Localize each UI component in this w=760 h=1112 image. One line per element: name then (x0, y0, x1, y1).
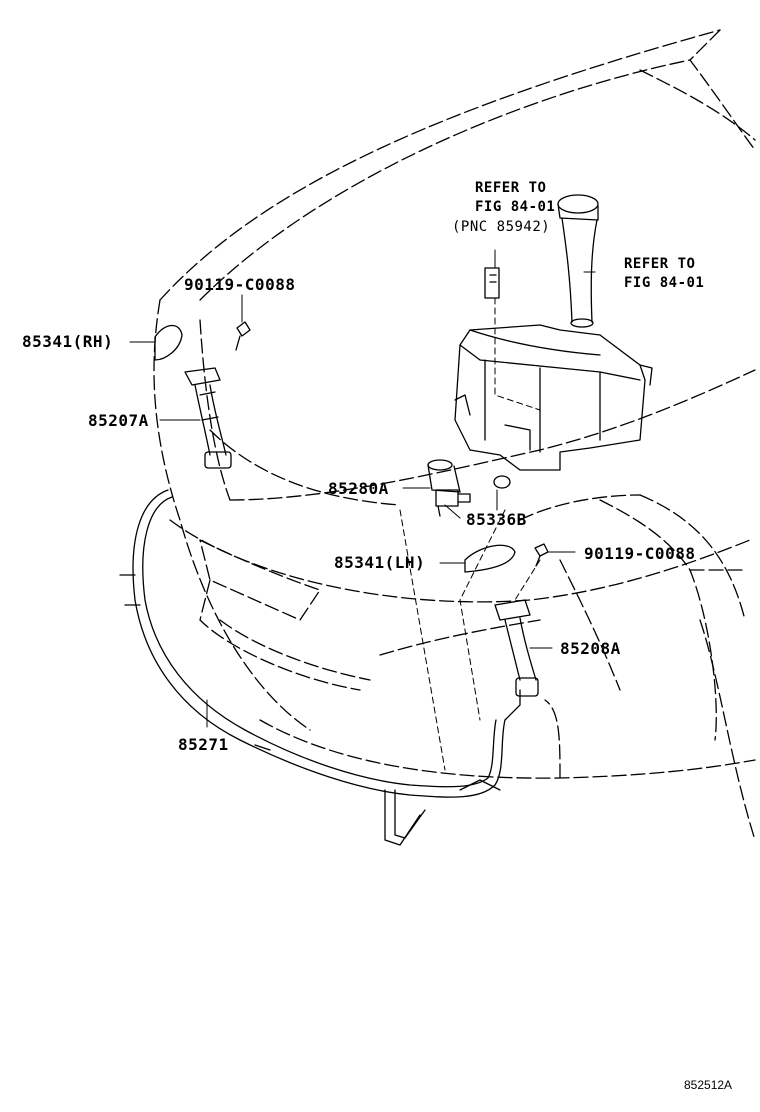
bolt-top-part (235, 321, 251, 351)
nozzle-rh-part (184, 367, 232, 469)
refer-to-label-right-1: REFER TO (624, 256, 696, 272)
refer-to-label-left-3: (PNC 85942) (452, 219, 551, 235)
pump-part (427, 459, 471, 517)
washer-reservoir (454, 324, 653, 471)
part-label-grommet: 85336B (466, 510, 527, 529)
leader-lines (129, 249, 596, 728)
part-label-hose: 85271 (178, 735, 229, 754)
hood-outline (159, 29, 756, 301)
part-label-cap-lh: 85341(LH) (334, 553, 426, 572)
level-sensor (484, 267, 500, 299)
refer-to-label-right-2: FIG 84-01 (624, 275, 705, 291)
refer-to-label-left-2: FIG 84-01 (475, 199, 556, 215)
part-label-bolt-top: 90119-C0088 (184, 275, 296, 294)
figure-reference: 852512A (684, 1078, 733, 1092)
part-label-bolt-right: 90119-C0088 (584, 544, 696, 563)
nozzle-lh-part (494, 599, 539, 697)
bumper-outline (153, 299, 756, 841)
part-label-cap-rh: 85341(RH) (22, 332, 114, 351)
part-label-nozzle-rh: 85207A (88, 411, 149, 430)
refer-to-label-left-1: REFER TO (475, 180, 547, 196)
part-label-pump: 85280A (328, 479, 389, 498)
cap-lh-part (464, 544, 516, 573)
grommet-part (493, 475, 511, 489)
cap-rh-part (154, 324, 183, 361)
filler-neck (557, 194, 599, 328)
refer-dashed-lines (399, 297, 541, 771)
part-label-nozzle-lh: 85208A (560, 639, 621, 658)
hose-part (119, 489, 521, 846)
bolt-right-part (534, 543, 549, 567)
